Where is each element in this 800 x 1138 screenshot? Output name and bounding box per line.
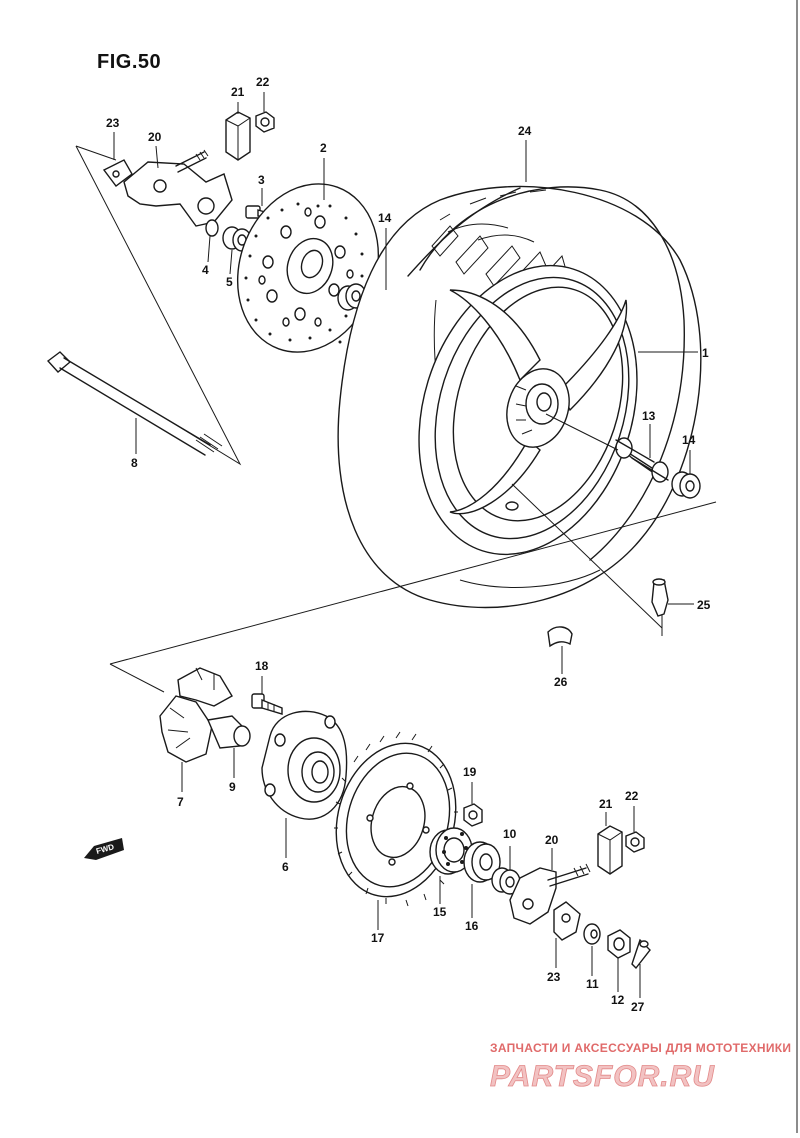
callout-24: 24: [518, 124, 532, 138]
callout-11: 11: [586, 977, 599, 991]
callout-leaders: [113, 92, 698, 998]
watermark: ЗАПЧАСТИ И АКСЕССУАРЫ ДЛЯ МОТОТЕХНИКИ PA…: [490, 1041, 791, 1093]
callout-25: 25: [697, 598, 711, 612]
callout-27: 27: [631, 1000, 645, 1014]
valve-clip: [547, 626, 573, 648]
callout-9: 9: [229, 780, 236, 794]
callout-23-lower: 23: [547, 970, 561, 984]
callout-4: 4: [202, 263, 209, 277]
wheel-bearing: [429, 827, 473, 875]
chain-adjuster-lower: [509, 863, 591, 941]
wheel-spacer-right: [671, 471, 701, 499]
sprocket-spacer: [491, 867, 521, 895]
sprocket-drum-hub: [261, 710, 348, 820]
callout-10: 10: [503, 827, 517, 841]
callout-20-upper: 20: [148, 130, 162, 144]
forward-direction-badge: FWD: [84, 838, 124, 860]
watermark-tagline: ЗАПЧАСТИ И АКСЕССУАРЫ ДЛЯ МОТОТЕХНИКИ: [490, 1041, 791, 1055]
sprocket-nut: [463, 803, 483, 827]
chain-adjuster-plate-upper: [225, 111, 251, 161]
callout-26: 26: [554, 675, 568, 689]
adjuster-nut-upper: [255, 111, 275, 133]
wheel-spacer-left: [337, 283, 367, 311]
watermark-logo: PARTSFOR.RU: [490, 1060, 715, 1093]
callout-19: 19: [463, 765, 477, 779]
callout-21-upper: 21: [231, 85, 245, 99]
hub-stud: [207, 715, 251, 749]
callout-22-lower: 22: [625, 789, 639, 803]
rear-sprocket: [334, 731, 459, 907]
chain-adjuster-plate-lower: [597, 825, 623, 875]
callout-2: 2: [320, 141, 327, 155]
cotter-pin: [631, 938, 651, 970]
callout-6: 6: [282, 860, 289, 874]
figure-title: FIG.50: [97, 51, 161, 73]
oil-seal: [463, 841, 501, 883]
callout-15: 15: [433, 905, 447, 919]
callout-1: 1: [702, 346, 709, 360]
callout-21-lower: 21: [599, 797, 613, 811]
rear-axle: [46, 351, 223, 456]
axle-castle-nut: [607, 929, 631, 959]
callout-23-upper: 23: [106, 116, 120, 130]
callout-12: 12: [611, 993, 625, 1007]
callout-5: 5: [226, 275, 233, 289]
callout-22-upper: 22: [256, 75, 270, 89]
callout-7: 7: [177, 795, 184, 809]
callout-18: 18: [255, 659, 269, 673]
callout-8: 8: [131, 456, 138, 470]
axle-washer: [583, 923, 601, 945]
callout-13: 13: [642, 409, 656, 423]
wheel-damper-cushions: [159, 667, 233, 763]
brake-disc: [236, 183, 380, 353]
wheel-collar-right: [545, 413, 669, 483]
torque-link-bracket-upper: [102, 149, 252, 252]
callout-20-lower: 20: [545, 833, 559, 847]
callout-14-right: 14: [682, 433, 696, 447]
callout-16: 16: [465, 919, 479, 933]
callout-labels: 1 2 3 4 5 6 7 8 9 10 11 12 13 14 14 15 1…: [106, 75, 711, 1014]
sprocket-mounting-bolt: [251, 693, 283, 715]
callout-3: 3: [258, 173, 265, 187]
adjuster-nut-lower: [625, 831, 645, 853]
callout-17: 17: [371, 931, 385, 945]
callout-14-left: 14: [378, 211, 392, 225]
tire-valve: [651, 578, 669, 617]
